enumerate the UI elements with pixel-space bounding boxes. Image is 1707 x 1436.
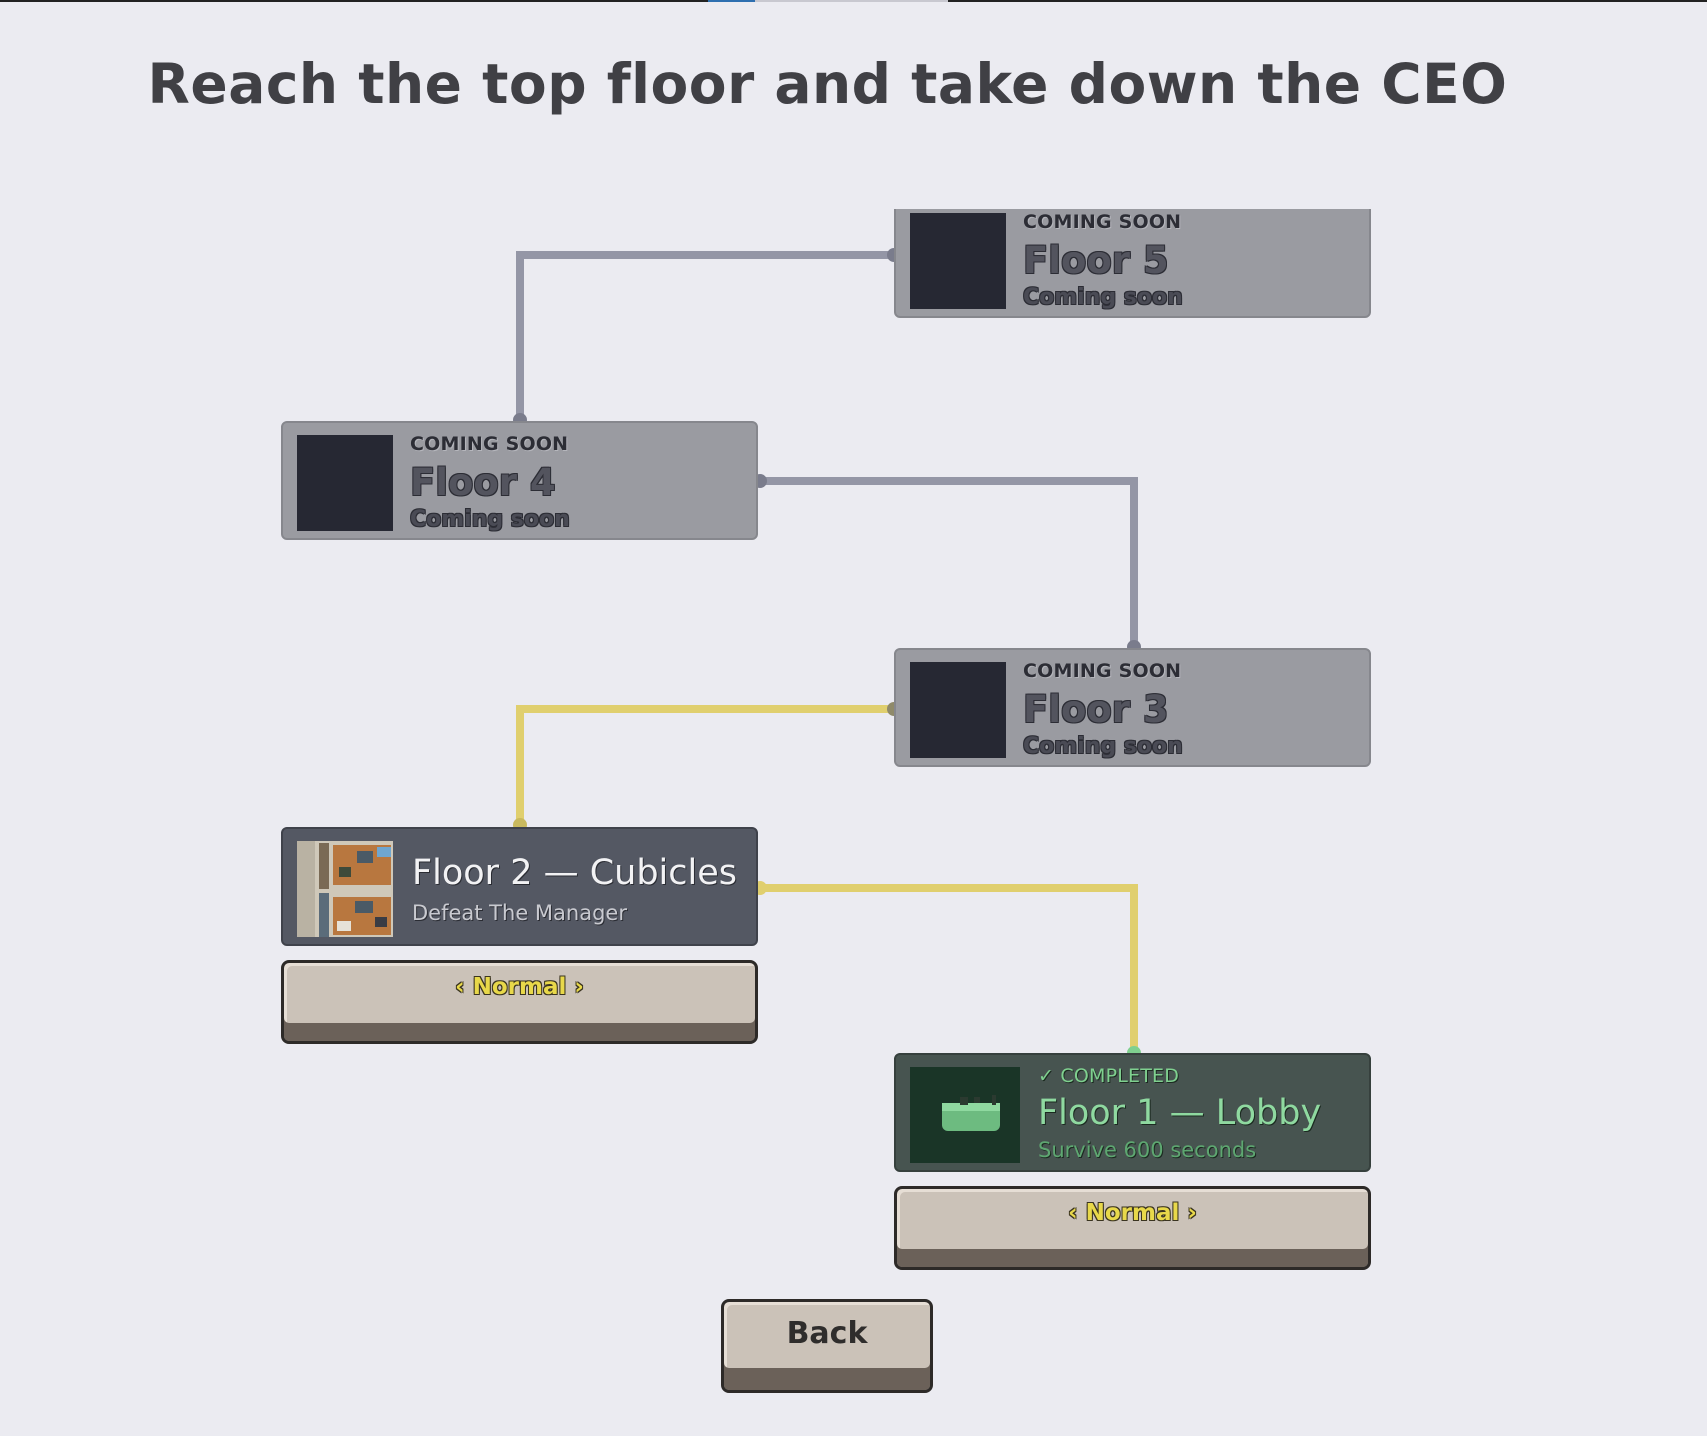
- difficulty-selector-floor-2[interactable]: ‹ Normal ›: [281, 960, 758, 1044]
- floor-thumbnail: [910, 662, 1006, 758]
- cubicles-thumbnail: [297, 841, 393, 937]
- floor-name: Floor 2 — Cubicles: [412, 853, 738, 893]
- floor-card-5[interactable]: COMING SOON Floor 5 Coming soon: [894, 209, 1371, 318]
- floor-thumbnail: [910, 213, 1006, 309]
- floor-name: Floor 3: [1023, 688, 1169, 731]
- back-button-label: Back: [786, 1316, 868, 1351]
- floor-thumbnail: [297, 435, 393, 531]
- connector-floor4-floor3: [760, 477, 1138, 647]
- floor-status: COMING SOON: [1023, 660, 1182, 682]
- floor-status: COMING SOON: [410, 433, 569, 455]
- floor-subtitle: Coming soon: [1023, 734, 1183, 759]
- lobby-desk-icon: [942, 1095, 1000, 1131]
- floor-card-3[interactable]: COMING SOON Floor 3 Coming soon: [894, 648, 1371, 767]
- difficulty-label: ‹ Normal ›: [455, 974, 584, 1000]
- floor-status: COMING SOON: [1023, 211, 1182, 233]
- floor-name: Floor 4: [410, 461, 556, 504]
- floor-map: COMING SOON Floor 5 Coming soon: [0, 209, 1707, 1436]
- floor-card-2[interactable]: Floor 2 — Cubicles Defeat The Manager: [281, 827, 758, 946]
- page-title: Reach the top floor and take down the CE…: [147, 52, 1508, 116]
- connector-floor3-floor2: [516, 705, 894, 825]
- connector-floor2-floor1: [760, 884, 1138, 1053]
- floor-name: Floor 5: [1023, 239, 1169, 282]
- lobby-thumbnail: [910, 1067, 1020, 1163]
- floor-card-1[interactable]: ✓ COMPLETED Floor 1 — Lobby Survive 600 …: [894, 1053, 1371, 1172]
- floor-subtitle: Coming soon: [1023, 285, 1183, 310]
- top-border-highlight: [755, 0, 948, 2]
- floor-subtitle: Survive 600 seconds: [1038, 1138, 1257, 1162]
- top-border-accent: [708, 0, 755, 2]
- floor-status: ✓ COMPLETED: [1038, 1065, 1180, 1087]
- floor-card-4[interactable]: COMING SOON Floor 4 Coming soon: [281, 421, 758, 540]
- floor-subtitle: Coming soon: [410, 507, 570, 532]
- connector-floor5-floor4: [516, 251, 894, 420]
- difficulty-label: ‹ Normal ›: [1068, 1200, 1197, 1226]
- floor-name: Floor 1 — Lobby: [1038, 1093, 1322, 1133]
- difficulty-selector-floor-1[interactable]: ‹ Normal ›: [894, 1186, 1371, 1270]
- floor-subtitle: Defeat The Manager: [412, 901, 627, 925]
- back-button[interactable]: Back: [721, 1299, 933, 1393]
